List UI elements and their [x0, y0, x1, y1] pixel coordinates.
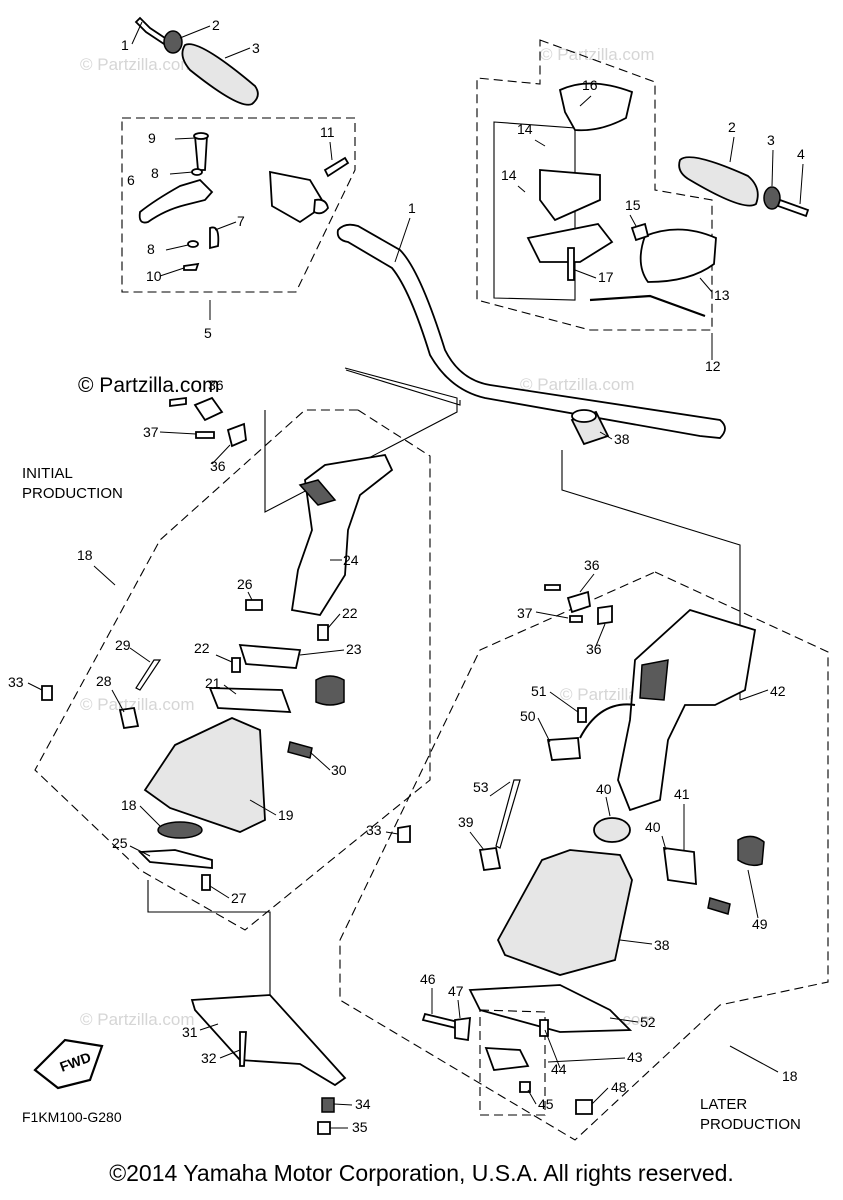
callout-50: 48 [611, 1079, 627, 1095]
callout-23: 23 [346, 641, 362, 657]
callout-1: 1 [408, 200, 416, 216]
callout-3: 2 [212, 17, 220, 33]
callout-18b: 18 [782, 1068, 798, 1084]
callout-12: 12 [705, 358, 721, 374]
callout-17: 17 [598, 269, 614, 285]
callout-29: 29 [115, 637, 131, 653]
callout-53: 51 [531, 683, 547, 699]
callout-54: 52 [640, 1014, 656, 1030]
callout-33b: 33 [366, 822, 382, 838]
callout-22b: 22 [194, 640, 210, 656]
later-production-assembly [339, 369, 829, 1141]
callout-13: 13 [714, 287, 730, 303]
callout-4: 1 [121, 37, 129, 53]
callout-30: 30 [331, 762, 347, 778]
callout-21: 21 [205, 675, 221, 691]
callout-31: 31 [182, 1024, 198, 1040]
callout-2-right: 2 [728, 119, 736, 135]
callout-8: 8 [151, 165, 159, 181]
callout-10: 9 [148, 130, 156, 146]
callout-26: 26 [237, 576, 253, 592]
callout-38: 38 [614, 431, 630, 447]
callout-33a: 33 [8, 674, 24, 690]
callout-2: 3 [252, 40, 260, 56]
left-grip-assembly [121, 16, 356, 293]
callout-7: 7 [237, 213, 245, 229]
callout-22a: 22 [342, 605, 358, 621]
callout-36c: 36 [584, 557, 600, 573]
callout-35: 35 [352, 1119, 368, 1135]
callout-11: 11 [320, 124, 335, 140]
callout-44: 42 [770, 683, 786, 699]
callout-numbers: 1 2 3 9 8 6 7 8 10 11 5 1 16 14 14 15 17… [8, 17, 805, 1135]
exploded-parts-diagram: © Partzilla.com © Partzilla.com © Partzi… [8, 16, 829, 1141]
callout-20: 18 [121, 797, 137, 813]
callout-41: 39 [458, 814, 474, 830]
watermark: © Partzilla.com [520, 375, 635, 394]
callout-3-right: 3 [767, 132, 775, 148]
callout-48: 46 [420, 971, 436, 987]
callout-9: 10 [146, 268, 162, 284]
watermark: © Partzilla.com [80, 1010, 195, 1029]
section-labels: INITIAL PRODUCTION LATER PRODUCTION F1KM… [22, 465, 801, 1133]
callout-5: 5 [204, 325, 212, 341]
callout-14b: 14 [501, 167, 517, 183]
callout-55: 53 [473, 779, 489, 795]
callout-32: 32 [201, 1050, 217, 1066]
bushing-38 [570, 409, 610, 446]
callout-18a: 18 [77, 547, 93, 563]
callout-24: 24 [343, 552, 359, 568]
callout-51: 49 [752, 916, 768, 932]
callout-28: 28 [96, 673, 112, 689]
initial-production-line2: PRODUCTION [22, 485, 123, 502]
callout-14: 14 [517, 121, 533, 137]
initial-production-assembly [34, 367, 458, 931]
copyright-notice: ©2014 Yamaha Motor Corporation, U.S.A. A… [109, 1160, 734, 1186]
later-production-line2: PRODUCTION [700, 1116, 801, 1133]
watermark: © Partzilla.com [80, 55, 195, 74]
callout-19: 19 [278, 807, 294, 823]
right-switch-assembly [476, 39, 810, 331]
callout-43: 41 [674, 786, 690, 802]
callout-37b: 37 [517, 605, 533, 621]
later-production-line1: LATER [700, 1096, 747, 1113]
diagram-code: F1KM100-G280 [22, 1109, 122, 1125]
watermark: © Partzilla.com [80, 695, 195, 714]
handlebar [336, 223, 726, 439]
callout-39: 38 [654, 937, 670, 953]
initial-production-line1: INITIAL [22, 465, 73, 482]
callout-40: 40 [596, 781, 612, 797]
callout-36d: 36 [586, 641, 602, 657]
callout-4-right: 4 [797, 146, 805, 162]
callout-36b: 36 [210, 458, 226, 474]
callout-8b: 8 [147, 241, 155, 257]
callout-27: 27 [231, 890, 247, 906]
callout-49: 47 [448, 983, 464, 999]
callout-16: 16 [582, 77, 598, 93]
callout-25: 25 [112, 835, 128, 851]
callout-37a: 37 [143, 424, 159, 440]
callout-46: 44 [551, 1061, 567, 1077]
callout-52: 50 [520, 708, 536, 724]
callout-15: 15 [625, 197, 641, 213]
watermark-dark: © Partzilla.com [78, 374, 220, 397]
callout-42: 40 [645, 819, 661, 835]
forward-arrow-icon: FWD [33, 1038, 104, 1090]
callout-36a: 36 [208, 377, 224, 393]
callout-34: 34 [355, 1096, 371, 1112]
leader-lines [27, 21, 804, 1129]
callout-47: 45 [538, 1096, 554, 1112]
callout-6: 6 [127, 172, 135, 188]
watermark: © Partzilla.com [540, 45, 655, 64]
callout-45: 43 [627, 1049, 643, 1065]
common-lower-assembly [147, 880, 347, 1135]
